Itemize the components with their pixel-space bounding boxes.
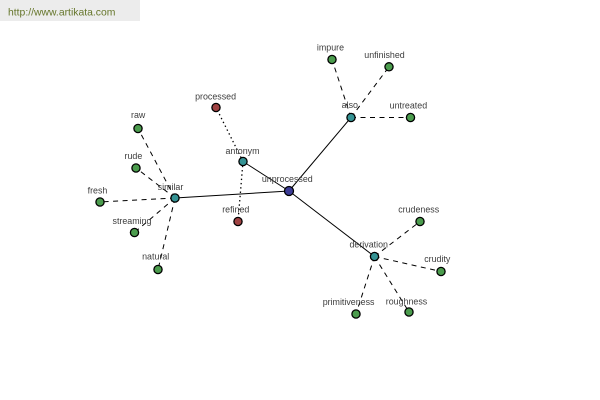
svg-text:fresh: fresh: [88, 186, 108, 196]
svg-text:natural: natural: [142, 251, 169, 261]
svg-text:refined: refined: [222, 205, 249, 215]
svg-text:unfinished: unfinished: [364, 50, 405, 60]
svg-text:crudity: crudity: [424, 254, 451, 264]
svg-text:http://www.artikata.com: http://www.artikata.com: [8, 8, 115, 19]
svg-text:impure: impure: [317, 43, 344, 53]
svg-text:also: also: [342, 100, 358, 110]
svg-text:untreated: untreated: [390, 101, 428, 111]
svg-text:crudeness: crudeness: [398, 204, 440, 214]
svg-text:antonym: antonym: [225, 146, 259, 156]
svg-text:streaming: streaming: [113, 216, 152, 226]
svg-text:rude: rude: [125, 151, 143, 161]
svg-text:roughness: roughness: [386, 297, 428, 307]
svg-text:primitiveness: primitiveness: [323, 297, 375, 307]
svg-text:raw: raw: [131, 110, 146, 120]
svg-text:unprocessed: unprocessed: [262, 174, 313, 184]
svg-text:processed: processed: [195, 92, 236, 102]
svg-text:similar: similar: [158, 182, 184, 192]
svg-text:derivation: derivation: [349, 240, 388, 250]
